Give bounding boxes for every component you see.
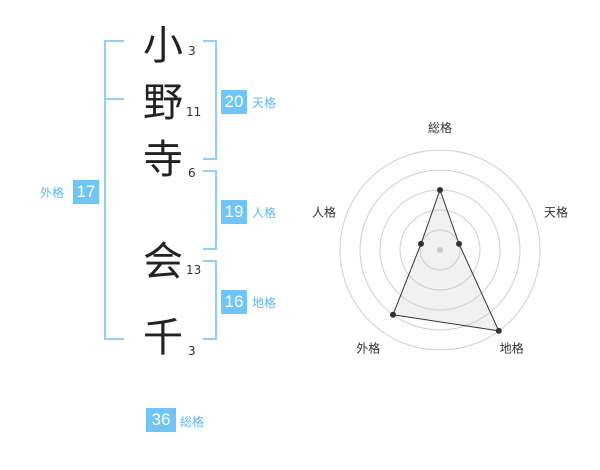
- tenkaku-badge: 20: [221, 90, 247, 114]
- jinkaku-bracket: [203, 170, 217, 250]
- soukaku-label: 総格: [180, 415, 205, 429]
- radar-point-3: [495, 327, 502, 334]
- radar-point-2: [456, 240, 463, 247]
- radar-ring-4: [359, 169, 521, 331]
- radar-ring-1: [419, 229, 461, 271]
- name-char-5: 千: [143, 315, 183, 361]
- tenkaku-bracket: [203, 40, 217, 160]
- tenkaku-label: 天格: [252, 96, 277, 110]
- chikaku-label: 地格: [252, 296, 277, 310]
- gaikaku-badge: 17: [73, 180, 99, 204]
- stroke-count-5: 3: [188, 344, 196, 358]
- chikaku-bracket: [203, 260, 217, 340]
- chikaku-badge: 16: [221, 290, 247, 314]
- radar-center: [437, 247, 443, 253]
- radar-axis-label-4: 外格: [356, 341, 380, 356]
- stroke-count-3: 6: [188, 166, 196, 180]
- gaikaku-label: 外格: [40, 186, 65, 200]
- soukaku-badge: 36: [146, 408, 176, 432]
- name-char-3: 寺: [143, 137, 183, 183]
- radar-ring-5: [339, 149, 541, 351]
- stroke-count-4: 13: [186, 263, 202, 277]
- radar-axis-label-1: 総格: [428, 120, 452, 135]
- radar-point-5: [417, 240, 424, 247]
- radar-axis-label-3: 地格: [500, 341, 524, 356]
- radar-axis-label-2: 天格: [544, 204, 568, 219]
- jinkaku-label: 人格: [252, 206, 277, 220]
- radar-area: [392, 188, 500, 332]
- radar-point-4: [389, 311, 396, 318]
- radar-ring-2: [399, 209, 481, 291]
- name-char-2: 野: [143, 80, 183, 126]
- name-char-1: 小: [143, 23, 183, 69]
- jinkaku-badge: 19: [221, 200, 247, 224]
- stroke-count-2: 11: [186, 105, 202, 119]
- radar-axis-label-5: 人格: [312, 204, 336, 219]
- radar-point-1: [437, 187, 443, 193]
- gaikaku-bracket: [104, 40, 124, 340]
- gaikaku-bracket-tick-top: [104, 98, 124, 100]
- name-char-4: 会: [143, 239, 183, 285]
- stroke-count-1: 3: [188, 44, 196, 58]
